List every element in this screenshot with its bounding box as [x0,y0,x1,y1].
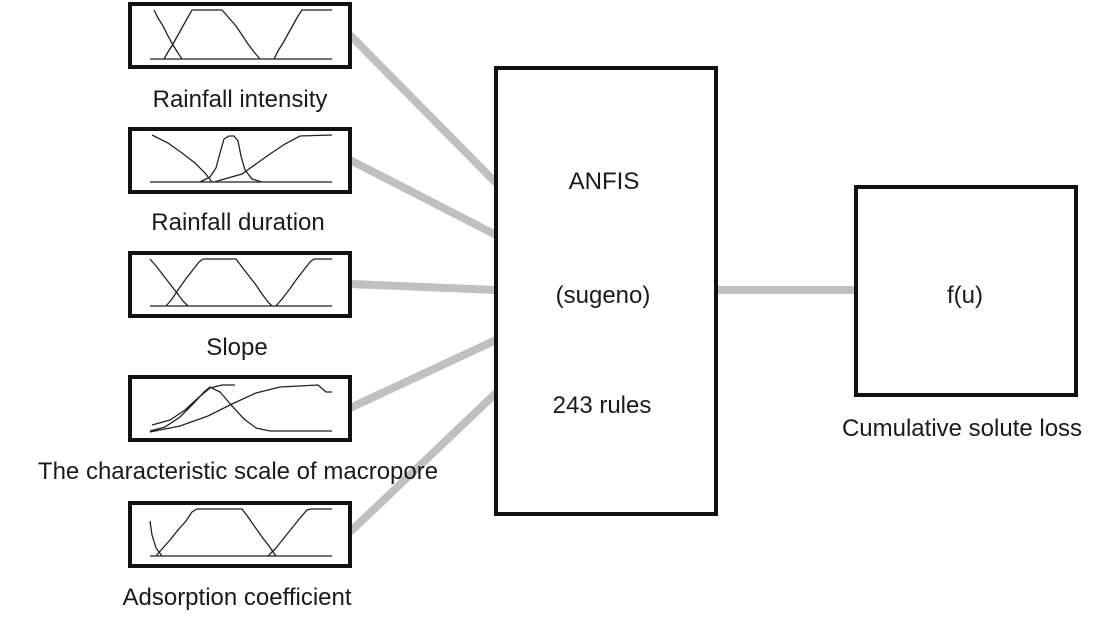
input-label-adsorption-coefficient: Adsorption coefficient [122,584,352,611]
input-box-adsorption-coefficient [128,501,352,568]
output-label: Cumulative solute loss [841,415,1083,442]
input-label-rainfall-intensity: Rainfall intensity [152,86,328,113]
input-box-rainfall-duration [128,127,352,194]
input-label-macropore-scale: The characteristic scale of macropore [37,458,439,485]
mf-curves [150,9,332,60]
mf-curves [149,508,332,557]
connector-rainfall-duration [348,156,498,239]
system-type: (sugeno) [555,282,651,309]
connector-slope [349,280,497,294]
anfis-box [494,66,718,516]
system-rules: 243 rules [552,392,652,419]
output-box [854,185,1078,397]
connector-rainfall-intensity [347,32,499,186]
connectors [347,32,856,535]
input-box-macropore-scale [128,375,352,442]
connector-macropore-scale [348,336,498,412]
input-label-rainfall-duration: Rainfall duration [151,209,325,236]
mf-curves [149,258,332,307]
connector-adsorption-coefficient [347,390,499,535]
input-box-slope [128,251,352,318]
mf-curves [149,384,332,433]
system-name: ANFIS [568,168,640,195]
input-label-slope: Slope [206,334,268,361]
output-function: f(u) [947,282,983,309]
mf-curves [150,134,333,183]
input-box-rainfall-intensity [128,2,352,69]
